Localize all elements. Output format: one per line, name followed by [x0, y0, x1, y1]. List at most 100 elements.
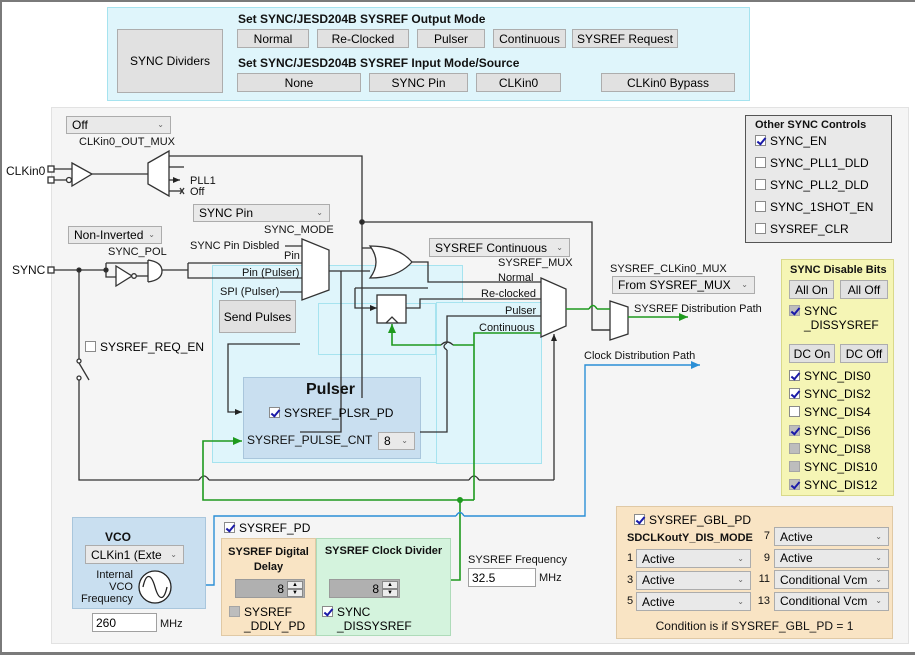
sysref-clkin0-mux-shape	[609, 300, 629, 341]
all-on-button[interactable]: All On	[789, 280, 834, 299]
clkin0-label: CLKin0	[6, 164, 46, 178]
chevron-down-icon: ⌄	[556, 242, 563, 252]
checkbox-box	[85, 341, 96, 352]
checkbox-label: SYSREF_DDLY_PD	[244, 605, 306, 633]
sysref-ddly-pd-checkbox[interactable]: SYSREF_DDLY_PD	[229, 605, 305, 633]
sdclkout-dis-mode-select[interactable]: Active⌄	[636, 549, 751, 568]
checkbox-box	[269, 407, 280, 418]
spin-up-icon[interactable]: ▲	[287, 581, 303, 589]
sync-pol-mux-shape	[147, 259, 163, 283]
sdclkout-dis-mode-select[interactable]: Conditional Vcm⌄	[774, 570, 889, 589]
sysref-pd-checkbox[interactable]: SYSREF_PD	[224, 521, 310, 535]
continuous-region	[436, 302, 542, 464]
clkin0-pin-p	[47, 165, 55, 173]
output-mode-sysref-request-button[interactable]: SYSREF Request	[572, 29, 678, 48]
input-mode-sync-pin-button[interactable]: SYNC Pin	[369, 73, 468, 92]
checkbox-label: SYNC_DISSYSREF	[337, 605, 412, 633]
checkbox-label: SYNC_PLL1_DLD	[770, 156, 869, 170]
spin-up-icon[interactable]: ▲	[382, 581, 398, 589]
sync-pol-select[interactable]: Non-Inverted⌄	[68, 226, 162, 244]
sysref-clkin0-mux-value: From SYSREF_MUX	[618, 278, 731, 292]
sysref-gbl-pd-checkbox[interactable]: SYSREF_GBL_PD	[634, 513, 751, 527]
sine-wave-icon	[138, 570, 172, 604]
other-sync-control-checkbox[interactable]: SYNC_PLL2_DLD	[755, 178, 869, 192]
spinner-value: 8	[277, 581, 284, 596]
sync-disable-bit-checkbox[interactable]: SYNC_DIS12	[789, 478, 877, 492]
chevron-down-icon: ⌄	[170, 549, 177, 559]
vco-source-value: CLKin1 (Exte	[91, 547, 162, 562]
output-mode-pulser-button[interactable]: Pulser	[417, 29, 485, 48]
sync-disable-bit-checkbox[interactable]: SYNC_DIS6	[789, 424, 871, 438]
dis-mode-number: 1	[627, 552, 634, 564]
input-mode-none-button[interactable]: None	[237, 73, 361, 92]
sync-inverter	[115, 264, 134, 288]
input-mode-clkin0-button[interactable]: CLKin0	[476, 73, 561, 92]
sync-disable-bit-checkbox[interactable]: SYNC_DIS0	[789, 369, 871, 383]
vco-source-select[interactable]: CLKin1 (Exte ⌄	[85, 545, 184, 564]
checkbox-box	[789, 370, 800, 381]
sysref-clock-divider-spinner[interactable]: 8 ▲▼	[329, 579, 400, 598]
dc-on-button[interactable]: DC On	[789, 344, 835, 363]
other-sync-control-checkbox[interactable]: SYNC_1SHOT_EN	[755, 200, 873, 214]
sdclkout-dis-mode-select[interactable]: Active⌄	[636, 570, 751, 590]
sync-disable-bit-checkbox[interactable]: SYNC_DIS10	[789, 460, 877, 474]
sysref-pulse-cnt-select[interactable]: 8⌄	[378, 432, 415, 450]
chevron-down-icon: ⌄	[401, 436, 408, 446]
sysref-mux-value: SYSREF Continuous	[435, 240, 548, 255]
sysref-clkin0-mux-select[interactable]: From SYSREF_MUX⌄	[612, 276, 755, 294]
checkbox-box	[789, 424, 800, 436]
sdclkout-dis-mode-select[interactable]: Conditional Vcm⌄	[774, 591, 889, 611]
sync-mode-label: SYNC_MODE	[264, 224, 334, 236]
sync-disable-bit-checkbox[interactable]: SYNC_DIS4	[789, 405, 871, 419]
send-pulses-button[interactable]: Send Pulses	[219, 300, 296, 333]
sync-mode-select[interactable]: SYNC Pin⌄	[193, 204, 330, 222]
output-mode-reclocked-button[interactable]: Re-Clocked	[317, 29, 409, 48]
sync-disable-bit-checkbox[interactable]: SYNC_DIS8	[789, 442, 871, 456]
sync-dissysref-bit-checkbox[interactable]: SYNC_DISSYSREF	[789, 304, 879, 332]
off-label: Off	[190, 186, 205, 198]
sysref-digital-delay-spinner[interactable]: 8 ▲▼	[235, 579, 305, 598]
checkbox-box	[789, 305, 800, 316]
other-sync-control-checkbox[interactable]: SYSREF_CLR	[755, 222, 849, 236]
checkbox-label: SYNC_DIS2	[804, 387, 871, 402]
chevron-down-icon: ⌄	[157, 120, 164, 130]
input-mode-clkin0-bypass-button[interactable]: CLKin0 Bypass	[601, 73, 735, 92]
dis-mode-number: 7	[763, 530, 770, 542]
other-sync-control-checkbox[interactable]: SYNC_PLL1_DLD	[755, 156, 869, 170]
sdclkout-dis-mode-select[interactable]: Active⌄	[636, 592, 751, 611]
sync-dividers-button[interactable]: SYNC Dividers	[117, 29, 223, 93]
select-value: Active	[642, 594, 675, 609]
sdclkout-dis-mode-select[interactable]: Active⌄	[774, 548, 889, 568]
clkin0-pin-n	[47, 176, 55, 184]
window-frame-top	[0, 0, 915, 2]
output-mode-normal-button[interactable]: Normal	[237, 29, 309, 48]
checkbox-box	[789, 406, 800, 418]
output-mode-continuous-button[interactable]: Continuous	[493, 29, 566, 48]
sync-pol-value: Non-Inverted	[74, 228, 144, 242]
vco-title: VCO	[105, 530, 132, 544]
clkin0-buffer	[71, 161, 94, 188]
sysref-pulse-cnt-value: 8	[384, 434, 391, 448]
sysref-plsr-pd-checkbox[interactable]: SYSREF_PLSR_PD	[269, 406, 393, 420]
other-sync-control-checkbox[interactable]: SYNC_EN	[755, 134, 827, 148]
input-mode-title: Set SYNC/JESD204B SYSREF Input Mode/Sour…	[238, 56, 520, 70]
vco-frequency-input[interactable]: 260	[92, 613, 157, 632]
dc-off-button[interactable]: DC Off	[840, 344, 888, 363]
sysref-req-en-checkbox[interactable]: SYSREF_REQ_EN	[85, 340, 204, 354]
all-off-button[interactable]: All Off	[840, 280, 888, 299]
reclocked-input-label: Re-clocked	[481, 288, 536, 300]
spin-down-icon[interactable]: ▼	[382, 589, 398, 597]
checkbox-box	[789, 479, 800, 491]
checkbox-label: SYNC_DIS12	[804, 478, 878, 493]
sync-mode-panel: SYNC Dividers Set SYNC/JESD204B SYSREF O…	[107, 7, 750, 101]
sysref-distribution-path-label: SYSREF Distribution Path	[634, 303, 762, 315]
spin-down-icon[interactable]: ▼	[287, 589, 303, 597]
sdclkout-dis-mode-select[interactable]: Active⌄	[774, 527, 889, 546]
sysref-mux-select[interactable]: SYSREF Continuous ⌄	[429, 238, 570, 257]
clkin0-out-mux-select[interactable]: Off⌄	[66, 116, 171, 134]
sysref-frequency-input[interactable]: 32.5	[468, 568, 536, 587]
sync-disable-bit-checkbox[interactable]: SYNC_DIS2	[789, 387, 871, 401]
clock-divider-sync-dissysref-checkbox[interactable]: SYNC_DISSYSREF	[322, 605, 412, 633]
